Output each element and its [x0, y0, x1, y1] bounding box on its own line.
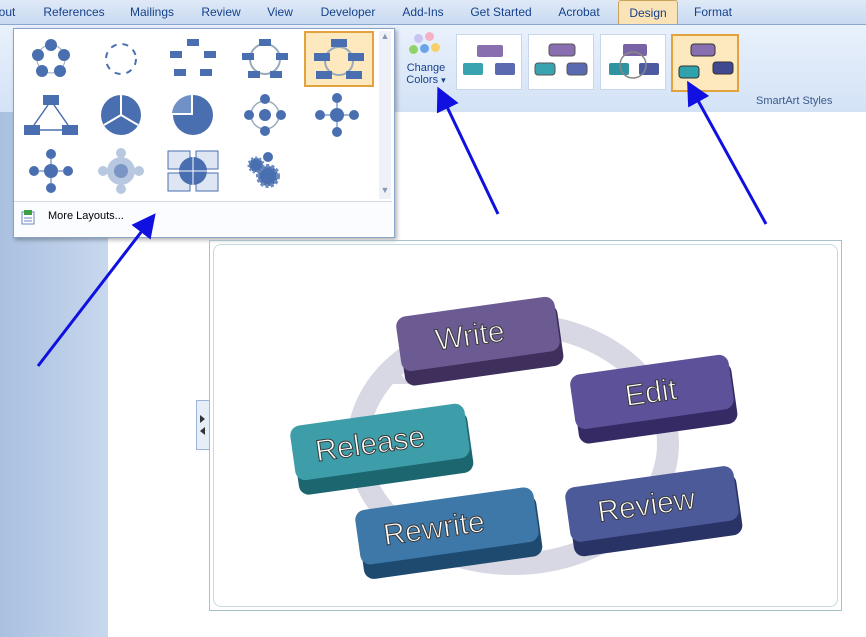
- change-colors-button[interactable]: Change Colors ▾: [400, 30, 452, 96]
- tab-out[interactable]: out: [0, 5, 16, 19]
- dropdown-icon: ▾: [441, 75, 446, 85]
- layout-gallery: ▲ ▼ More Layouts...: [13, 28, 395, 238]
- smartart-style-simple-fill[interactable]: [456, 34, 522, 90]
- smartart-box-review[interactable]: Review: [564, 465, 744, 558]
- smartart-box-write[interactable]: Write: [395, 296, 565, 387]
- layout-text-cycle[interactable]: [88, 33, 154, 85]
- more-layouts-row[interactable]: More Layouts...: [14, 201, 392, 236]
- tab-get-started[interactable]: Get Started: [470, 5, 532, 19]
- cycle-arrowhead-icon: [373, 362, 409, 384]
- smartart-style-polished[interactable]: [528, 34, 594, 90]
- change-colors-label-1: Change: [406, 62, 446, 74]
- layout-multidirectional-cycle[interactable]: [18, 89, 84, 141]
- change-colors-label-2: Colors ▾: [406, 74, 446, 86]
- layout-target-radial[interactable]: [88, 145, 154, 197]
- layout-segmented-cycle-selected[interactable]: [304, 31, 374, 87]
- smartart-diagram: Write Edit Review Rewrite Release: [289, 296, 744, 580]
- layout-cycle-matrix[interactable]: [160, 145, 226, 197]
- tab-mailings[interactable]: Mailings: [129, 5, 174, 19]
- smartart-box-release[interactable]: Release: [289, 402, 475, 495]
- tab-design[interactable]: Design: [618, 0, 678, 24]
- layout-diverging-radial[interactable]: [18, 145, 84, 197]
- layout-radial-list[interactable]: [304, 89, 370, 141]
- tab-acrobat[interactable]: Acrobat: [558, 5, 600, 19]
- box-label-edit: Edit: [623, 373, 679, 413]
- tab-developer[interactable]: Developer: [320, 5, 376, 19]
- layout-block-cycle[interactable]: [160, 33, 226, 85]
- tab-references[interactable]: References: [43, 5, 105, 19]
- smartart-styles-group-label: SmartArt Styles: [756, 95, 833, 107]
- smartart-style-inset[interactable]: [600, 34, 666, 90]
- ribbon-tab-bar: out References Mailings Review View Developer…: [0, 0, 866, 25]
- smartart-box-rewrite[interactable]: Rewrite: [354, 486, 544, 580]
- tab-format[interactable]: Format: [693, 5, 732, 19]
- smartart-style-3d-selected[interactable]: [671, 34, 739, 92]
- layout-continuous-cycle[interactable]: [232, 33, 298, 85]
- scroll-down-icon[interactable]: ▼: [380, 185, 390, 195]
- layout-basic-cycle[interactable]: [18, 33, 84, 85]
- more-layouts-link[interactable]: More Layouts...: [48, 210, 124, 222]
- layout-pie-shape[interactable]: [160, 89, 226, 141]
- layout-gear[interactable]: [232, 145, 298, 197]
- tab-review[interactable]: Review: [201, 5, 241, 19]
- layout-radial-cycle[interactable]: [232, 89, 298, 141]
- gallery-scrollbar[interactable]: ▲ ▼: [379, 31, 391, 199]
- layout-pie-segments[interactable]: [88, 89, 154, 141]
- scroll-up-icon[interactable]: ▲: [380, 31, 390, 41]
- color-palette-icon: [400, 30, 452, 62]
- text-pane-toggle[interactable]: [196, 400, 210, 450]
- tab-view[interactable]: View: [267, 5, 293, 19]
- smartart-box-edit[interactable]: Edit: [569, 354, 739, 445]
- tab-add-ins[interactable]: Add-Ins: [402, 5, 444, 19]
- more-layouts-icon: [21, 210, 35, 225]
